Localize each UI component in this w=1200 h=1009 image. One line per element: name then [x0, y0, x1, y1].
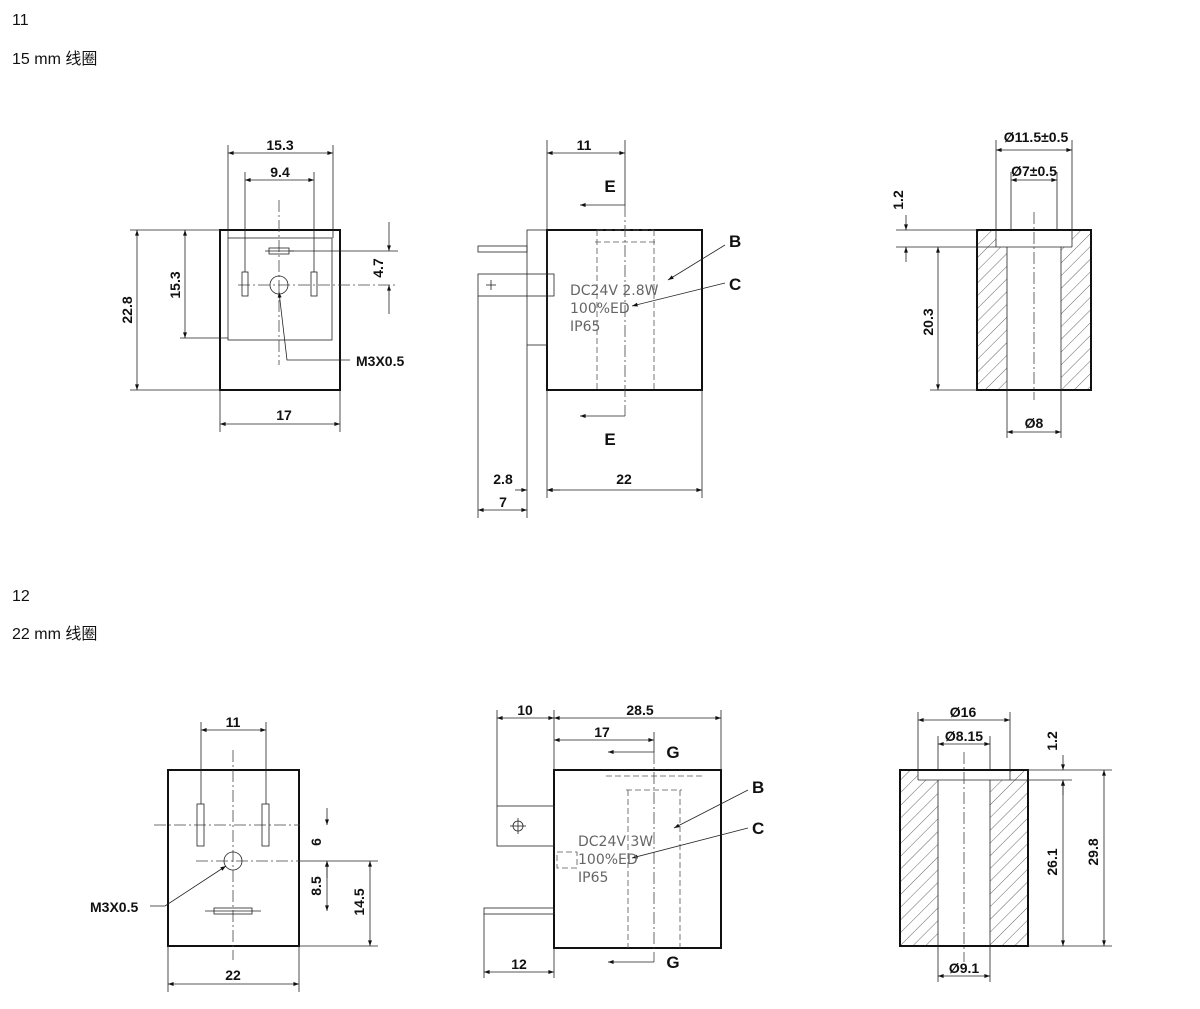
coil-22-dim-center-offset: 17: [594, 724, 610, 740]
coil-22-dim-bottom: 22: [225, 967, 241, 983]
coil-15-dim-terminal-length: 7: [499, 494, 507, 510]
coil-15-dim-bottom: 17: [276, 407, 292, 423]
coil-22-front-view: 11 M3X0.5 6 8.5 14.5 22: [90, 714, 378, 992]
coil-22-dim-a: 6: [308, 838, 324, 846]
section-11-number: 11: [12, 12, 29, 29]
coil-15-dim-thickness: 1.2: [890, 190, 906, 210]
coil-22-dim-b: 8.5: [308, 876, 324, 896]
coil-22-thread-label: M3X0.5: [90, 899, 138, 915]
coil-15-thread-label: M3X0.5: [356, 353, 404, 369]
coil-22-dim-terminal-offset: 10: [517, 702, 533, 718]
coil-15-cut-label-bottom: E: [604, 430, 615, 449]
coil-22-cross-section: Ø16 Ø8.15 1.2 26.1 29.8 Ø9.1: [899, 704, 1112, 982]
coil-15-dim-body-length: 22: [616, 471, 632, 487]
coil-22-dim-total-height: 29.8: [1085, 838, 1101, 865]
coil-15-marking-duty: 100%ED: [570, 301, 630, 317]
coil-22-dim-outer-dia: Ø16: [950, 704, 977, 720]
coil-15-dim-terminal-thickness: 2.8: [493, 471, 513, 487]
coil-22-label-c: C: [752, 819, 764, 838]
coil-22-dim-bore-dia: Ø9.1: [949, 960, 980, 976]
coil-15-dim-bore-height: 20.3: [920, 308, 936, 335]
coil-15-label-b: B: [729, 232, 741, 251]
coil-15-dim-inner-dia: Ø7±0.5: [1011, 163, 1057, 179]
coil-15-dim-terminal-offset: 11: [577, 137, 592, 153]
coil-22-label-b: B: [752, 778, 764, 797]
coil-15-dim-pin: 4.7: [370, 258, 386, 278]
coil-15-dim-pin-span: 9.4: [270, 164, 290, 180]
coil-15-side-view: 11 E E B C DC24V 2.8W 100%ED IP65 2.8 7 …: [477, 137, 741, 518]
coil-15-marking-power: DC24V 2.8W: [570, 283, 659, 299]
coil-22-marking-power: DC24V 3W: [578, 834, 653, 850]
section-12-title: 22 mm 线圈: [12, 626, 98, 643]
coil-15-dim-bore-dia: Ø8: [1025, 415, 1044, 431]
section-11-title: 15 mm 线圈: [12, 51, 98, 68]
section-12-number: 12: [12, 588, 30, 605]
coil-22-dim-terminal-length: 12: [511, 956, 527, 972]
coil-15-marking-ip: IP65: [570, 319, 600, 335]
coil-22-marking-duty: 100%ED: [578, 852, 638, 868]
coil-15-dim-width: 15.3: [266, 137, 293, 153]
coil-15-dim-height: 22.8: [119, 296, 135, 323]
coil-22-cut-label-bottom: G: [666, 953, 679, 972]
coil-22-marking-ip: IP65: [578, 870, 608, 886]
coil-22-dim-thickness: 1.2: [1044, 731, 1060, 751]
coil-22-dim-pin-span: 11: [226, 714, 241, 730]
coil-22-dim-body-length: 28.5: [626, 702, 653, 718]
coil-22-cut-label-top: G: [666, 743, 679, 762]
coil-22-dim-c: 14.5: [351, 888, 367, 915]
coil-22-side-view: 10 28.5 17 G G B C DC24V 3W 100%ED IP65 …: [483, 702, 764, 978]
coil-15-label-c: C: [729, 275, 741, 294]
coil-15-cut-label-top: E: [604, 177, 615, 196]
coil-22-dim-bore-height: 26.1: [1044, 848, 1060, 875]
coil-22-dim-inner-dia: Ø8.15: [945, 728, 983, 744]
coil-15-dim-outer-dia: Ø11.5±0.5: [1004, 129, 1069, 145]
coil-15-front-view: 15.3 9.4 17 M3X0.5 22.8 15.3 4.7: [119, 137, 404, 432]
coil-15-cross-section: Ø11.5±0.5 Ø7±0.5 1.2 20.3 Ø8: [890, 129, 1092, 438]
coil-15-dim-inner-height: 15.3: [167, 271, 183, 298]
